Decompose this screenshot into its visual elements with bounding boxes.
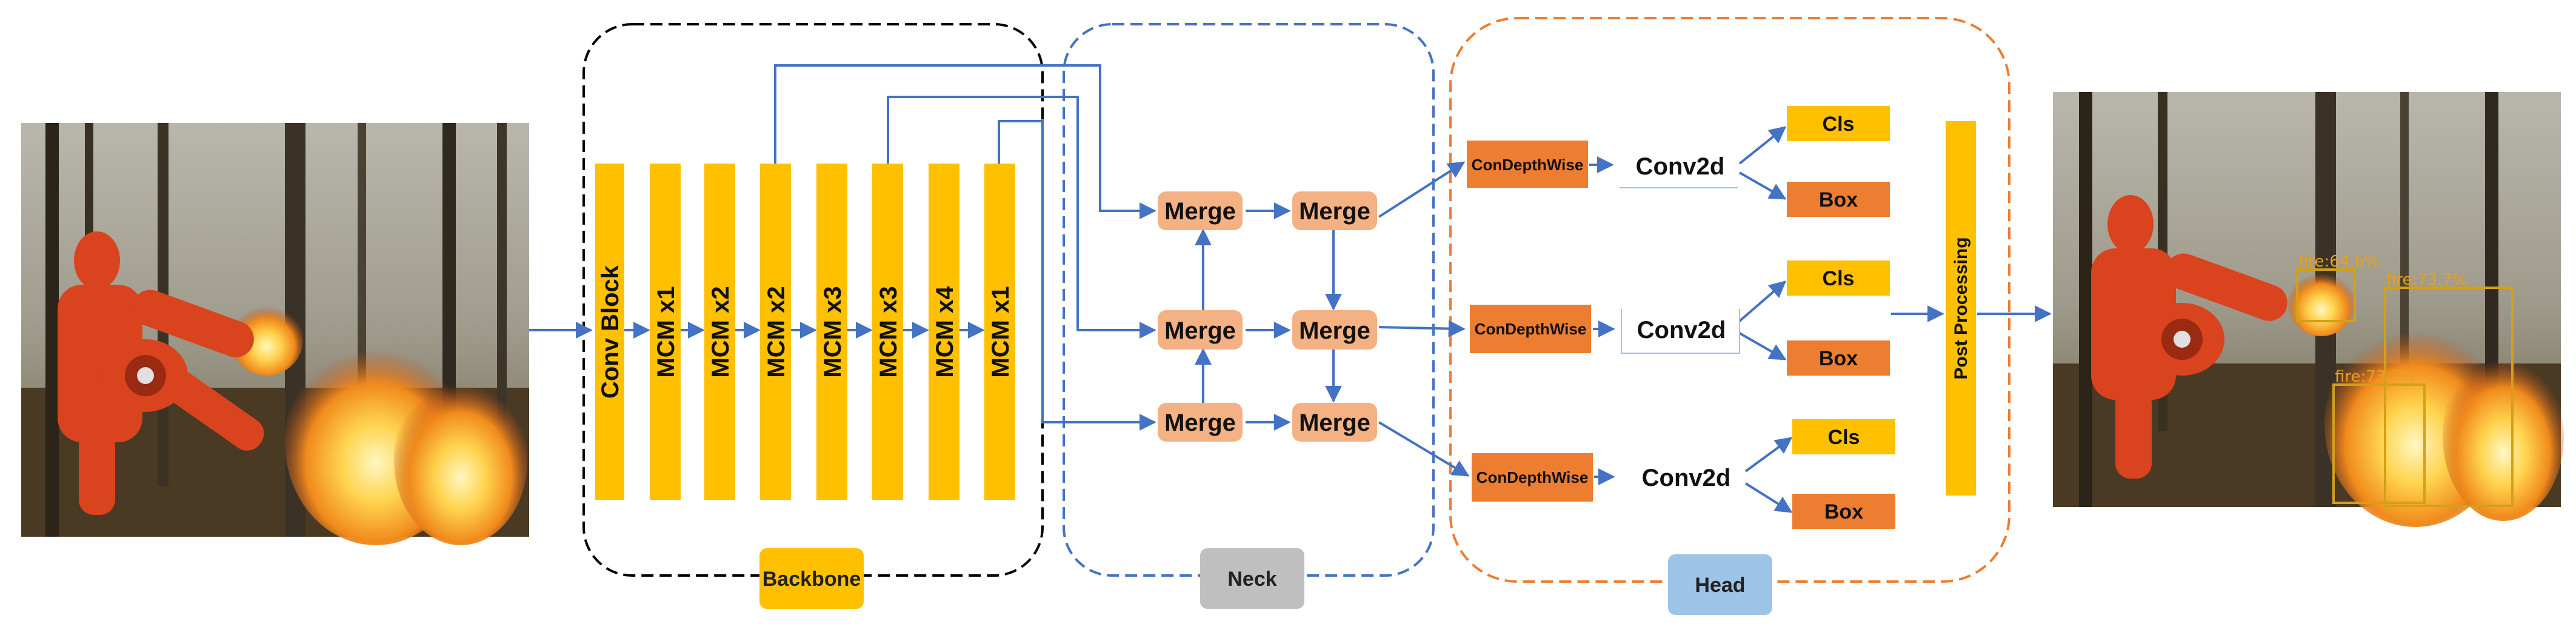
svg-text:Cls: Cls (1823, 267, 1855, 290)
backbone-block: MCM x2 (704, 164, 735, 500)
backbone-blocks: Conv Block MCM x1 MCM x2 MCM x2 MCM x3 M… (595, 164, 1015, 500)
svg-text:Cls: Cls (1828, 426, 1860, 449)
svg-text:MCM x1: MCM x1 (653, 286, 679, 377)
svg-text:ConDepthWise: ConDepthWise (1477, 468, 1589, 486)
box-block (1792, 494, 1895, 529)
merge-node: Merge (1158, 310, 1243, 350)
head-row: ConDepthWise Conv2d Cls Box (1467, 106, 1890, 217)
conv2d-underlines (1620, 187, 1740, 354)
neck-nodes: Merge Merge Merge Merge Merge Merge (1158, 191, 1377, 442)
svg-text:Merge: Merge (1299, 198, 1370, 225)
head-row: ConDepthWise Conv2d Cls Box (1470, 260, 1890, 376)
svg-text:ConDepthWise: ConDepthWise (1475, 320, 1587, 338)
output-image: fire:64.6% fire:73.7% fire:73.7% (2053, 92, 2564, 527)
cls-block (1787, 260, 1890, 296)
svg-text:MCM x3: MCM x3 (819, 286, 846, 377)
svg-text:MCM x4: MCM x4 (932, 286, 958, 378)
head-row: ConDepthWise Conv2d Cls Box (1472, 419, 1895, 529)
svg-text:Merge: Merge (1164, 317, 1236, 344)
svg-text:MCM x1: MCM x1 (987, 286, 1014, 377)
connections (529, 64, 2052, 513)
box-block (1787, 340, 1890, 376)
svg-text:Backbone: Backbone (762, 568, 861, 591)
cls-block (1787, 106, 1890, 141)
merge-node: Merge (1292, 191, 1377, 230)
neck-group-border (1063, 23, 1435, 577)
svg-text:Merge: Merge (1299, 410, 1370, 436)
depthwise-block (1467, 141, 1588, 188)
conv2d-label: Conv2d (1636, 153, 1725, 180)
svg-text:Merge: Merge (1164, 410, 1236, 436)
svg-text:Merge: Merge (1299, 317, 1370, 344)
svg-text:MCM x3: MCM x3 (875, 286, 902, 377)
input-image (21, 123, 529, 545)
svg-text:Post Processing: Post Processing (1951, 237, 1971, 379)
depthwise-block (1472, 453, 1593, 502)
svg-text:Merge: Merge (1164, 198, 1236, 225)
backbone-block: MCM x4 (929, 164, 959, 500)
svg-text:Conv Block: Conv Block (597, 265, 624, 399)
svg-text:Box: Box (1824, 500, 1863, 523)
post-processing-block: Post Processing (1946, 121, 1976, 496)
svg-text:Neck: Neck (1227, 568, 1276, 591)
conv2d-label: Conv2d (1637, 317, 1726, 343)
head-label: Head (1668, 554, 1772, 615)
merge-node: Merge (1158, 191, 1243, 230)
backbone-block: MCM x1 (984, 164, 1015, 500)
merge-node: Merge (1292, 310, 1377, 350)
detection-label: fire:73.7% (2335, 368, 2416, 386)
backbone-block: Conv Block (595, 164, 624, 500)
backbone-block: MCM x3 (872, 164, 903, 500)
conv2d-label: Conv2d (1642, 465, 1731, 491)
svg-text:MCM x2: MCM x2 (707, 286, 734, 377)
svg-text:Cls: Cls (1823, 113, 1855, 136)
detection-label: fire:64.6% (2298, 253, 2380, 271)
svg-text:Head: Head (1695, 574, 1745, 597)
merge-node: Merge (1292, 403, 1377, 442)
svg-text:MCM x2: MCM x2 (763, 286, 790, 377)
svg-text:ConDepthWise: ConDepthWise (1472, 156, 1584, 174)
depthwise-block (1470, 305, 1591, 353)
svg-text:Box: Box (1819, 347, 1858, 370)
backbone-block: MCM x2 (760, 164, 791, 500)
neck-label: Neck (1200, 548, 1304, 609)
backbone-block: MCM x1 (650, 164, 681, 500)
detection-boxes (2296, 268, 2514, 507)
merge-node: Merge (1158, 403, 1243, 442)
box-block (1787, 182, 1890, 217)
detection-label: fire:73.7% (2386, 271, 2468, 289)
cls-block (1792, 419, 1895, 454)
svg-text:Box: Box (1819, 188, 1858, 211)
backbone-block: MCM x3 (816, 164, 847, 500)
backbone-label: Backbone (759, 548, 864, 609)
